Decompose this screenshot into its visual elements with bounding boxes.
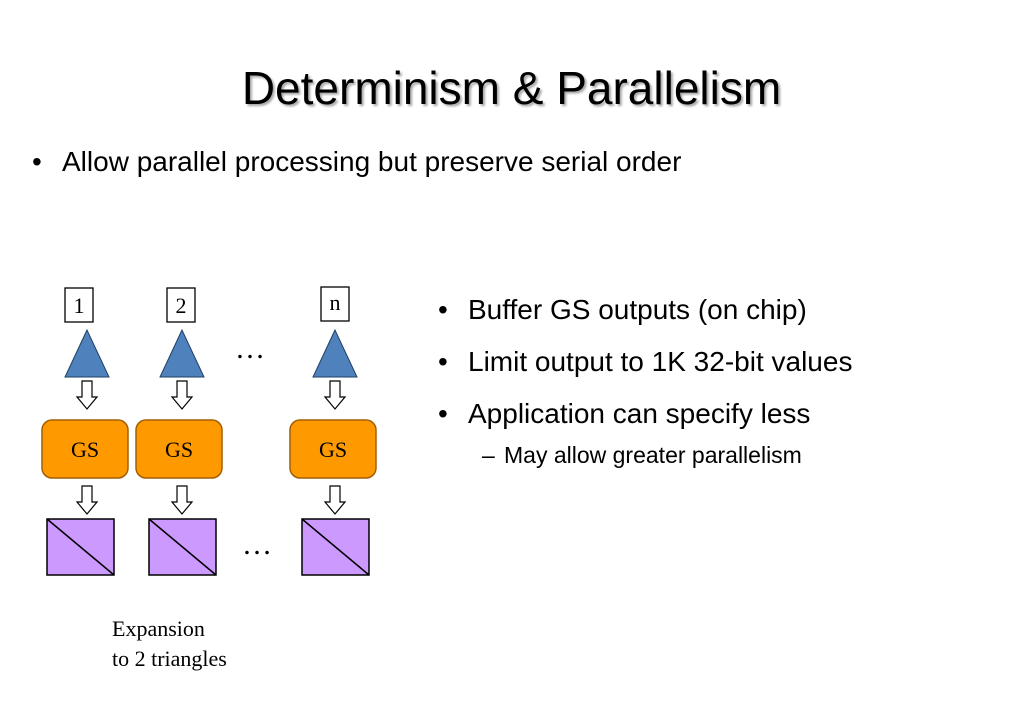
ellipsis-top: … bbox=[235, 332, 265, 365]
gs-label: GS bbox=[71, 437, 99, 462]
down-arrow-icon bbox=[171, 485, 193, 515]
right-bullet-text: Limit output to 1K 32-bit values bbox=[468, 346, 853, 377]
gs-box bbox=[289, 419, 377, 479]
bullet-icon: • bbox=[438, 294, 448, 325]
down-arrow-icon bbox=[76, 380, 98, 410]
bullet-icon: • bbox=[32, 146, 42, 177]
pipeline-column-2: 2 GS bbox=[135, 287, 223, 576]
right-sub-bullet-text: May allow greater parallelism bbox=[504, 442, 802, 468]
gs-label: GS bbox=[165, 437, 193, 462]
diagram-caption: Expansion to 2 triangles bbox=[112, 614, 227, 674]
input-label: 2 bbox=[176, 293, 187, 318]
primitive-triangle-icon bbox=[64, 328, 110, 378]
primitive-triangle-icon bbox=[159, 328, 205, 378]
input-label: 1 bbox=[74, 293, 85, 318]
right-bullet: • Buffer GS outputs (on chip) bbox=[438, 292, 852, 328]
down-arrow-icon bbox=[324, 485, 346, 515]
right-bullet-text: Application can specify less bbox=[468, 398, 811, 429]
slide-title: Determinism & Parallelism bbox=[241, 62, 782, 114]
top-bullet-text: Allow parallel processing but preserve s… bbox=[62, 146, 682, 177]
gs-label: GS bbox=[319, 437, 347, 462]
caption-line-2: to 2 triangles bbox=[112, 646, 227, 671]
input-box bbox=[320, 286, 350, 322]
right-sub-bullet: –May allow greater parallelism bbox=[482, 440, 852, 470]
right-bullet: • Limit output to 1K 32-bit values bbox=[438, 344, 852, 380]
down-arrow-icon bbox=[171, 380, 193, 410]
gs-box bbox=[41, 419, 129, 479]
right-bullet: • Application can specify less bbox=[438, 396, 852, 432]
top-bullet: • Allow parallel processing but preserve … bbox=[32, 144, 681, 180]
ellipsis-bottom: … bbox=[242, 528, 272, 561]
gs-box bbox=[135, 419, 223, 479]
triangle-split-line bbox=[46, 518, 115, 576]
input-box bbox=[166, 287, 196, 323]
pipeline-column-1: 1 GS bbox=[41, 287, 129, 576]
right-bullet-text: Buffer GS outputs (on chip) bbox=[468, 294, 807, 325]
pipeline-column-n: n GS bbox=[289, 286, 377, 576]
bullet-icon: • bbox=[438, 398, 448, 429]
caption-line-1: Expansion bbox=[112, 616, 205, 641]
right-bullet-list: • Buffer GS outputs (on chip) • Limit outp… bbox=[438, 292, 852, 470]
down-arrow-icon bbox=[324, 380, 346, 410]
triangle-split-line bbox=[148, 518, 217, 576]
input-label: n bbox=[330, 290, 341, 315]
input-box bbox=[64, 287, 94, 323]
primitive-triangle-icon bbox=[312, 328, 358, 378]
dash-icon: – bbox=[482, 442, 495, 468]
down-arrow-icon bbox=[76, 485, 98, 515]
bullet-icon: • bbox=[438, 346, 448, 377]
triangle-split-line bbox=[301, 518, 370, 576]
